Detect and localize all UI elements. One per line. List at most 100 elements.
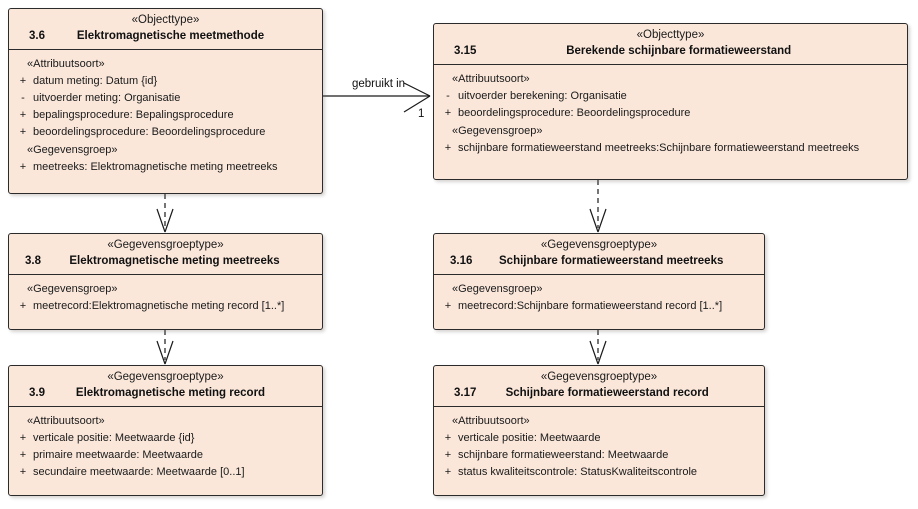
attribute-row: + datum meting: Datum {id} xyxy=(13,73,318,90)
class-stereotype: «Gegevensgroeptype» xyxy=(540,239,658,251)
group-label-gegevensgroep: «Gegevensgroep» xyxy=(27,283,118,295)
attribute-row: + bepalingsprocedure: Bepalingsprocedure xyxy=(13,107,318,124)
connector-dependency-meetreeks-to-record-right[interactable] xyxy=(589,330,607,365)
class-box-elektromagnetische-meting-record[interactable]: «Gegevensgroeptype» 3.9 Elektromagnetisc… xyxy=(8,365,323,496)
class-number: 3.17 xyxy=(454,387,477,399)
attribute-row: + primaire meetwaarde: Meetwaarde xyxy=(13,447,318,464)
class-box-elektromagnetische-meting-meetreeks[interactable]: «Gegevensgroeptype» 3.8 Elektromagnetisc… xyxy=(8,233,323,330)
class-number: 3.8 xyxy=(25,255,41,267)
group-label-attribuutsoort: «Attribuutsoort» xyxy=(27,58,105,70)
class-header: «Objecttype» 3.15 Berekende schijnbare f… xyxy=(434,24,907,65)
attribute-visibility: + xyxy=(444,432,452,444)
attribute-visibility: - xyxy=(446,90,450,102)
class-header: «Gegevensgroeptype» 3.17 Schijnbare form… xyxy=(434,366,764,407)
class-number: 3.15 xyxy=(454,45,477,57)
class-header: «Gegevensgroeptype» 3.16 Schijnbare form… xyxy=(434,234,764,275)
class-body: «Attribuutsoort» + datum meting: Datum {… xyxy=(9,50,322,182)
class-body: «Attribuutsoort» + verticale positie: Me… xyxy=(434,407,764,487)
class-stereotype: «Objecttype» xyxy=(131,14,200,26)
connector-dependency-emm-to-meetreeks[interactable] xyxy=(156,194,174,233)
class-title: 3.17 Schijnbare formatieweerstand record xyxy=(440,385,758,401)
attribute-visibility: - xyxy=(21,92,25,104)
attribute-visibility: + xyxy=(444,300,452,312)
attribute-row: + status kwaliteitscontrole: StatusKwali… xyxy=(438,464,760,481)
attribute-text: primaire meetwaarde: Meetwaarde xyxy=(33,449,203,461)
group-label-gegevensgroep: «Gegevensgroep» xyxy=(27,144,118,156)
class-number: 3.9 xyxy=(29,387,45,399)
attribute-text: uitvoerder meting: Organisatie xyxy=(33,92,181,104)
attribute-text: uitvoerder berekening: Organisatie xyxy=(458,90,627,102)
class-name: Schijnbare formatieweerstand record xyxy=(505,387,709,399)
attribute-row: + verticale positie: Meetwaarde xyxy=(438,430,760,447)
attribute-visibility: + xyxy=(19,109,27,121)
attribute-text: beoordelingsprocedure: Beoordelingsproce… xyxy=(33,126,266,138)
class-name: Elektromagnetische meting meetreeks xyxy=(69,255,280,267)
attribute-visibility: + xyxy=(444,466,452,478)
attribute-visibility: + xyxy=(444,449,452,461)
class-header: «Gegevensgroeptype» 3.9 Elektromagnetisc… xyxy=(9,366,322,407)
connector-dependency-meetreeks-to-record-left[interactable] xyxy=(156,330,174,365)
class-stereotype: «Gegevensgroeptype» xyxy=(107,239,224,251)
attribute-row: + meetreeks: Elektromagnetische meting m… xyxy=(13,159,318,176)
attribute-visibility: + xyxy=(19,432,27,444)
group-label-attribuutsoort: «Attribuutsoort» xyxy=(452,73,530,85)
class-number: 3.6 xyxy=(29,30,45,42)
attribute-text: schijnbare formatieweerstand meetreeks:S… xyxy=(458,142,860,154)
attribute-visibility: + xyxy=(444,142,452,154)
class-title: 3.9 Elektromagnetische meting record xyxy=(15,385,316,401)
group-label-attribuutsoort: «Attribuutsoort» xyxy=(452,415,530,427)
class-header: «Objecttype» 3.6 Elektromagnetische meet… xyxy=(9,9,322,50)
class-box-elektromagnetische-meetmethode[interactable]: «Objecttype» 3.6 Elektromagnetische meet… xyxy=(8,8,323,194)
class-body: «Attribuutsoort» - uitvoerder berekening… xyxy=(434,65,907,163)
class-title: 3.15 Berekende schijnbare formatieweerst… xyxy=(440,43,901,59)
connector-association-gebruikt-in[interactable] xyxy=(323,82,431,113)
class-title: 3.8 Elektromagnetische meting meetreeks xyxy=(15,253,316,269)
class-body: «Gegevensgroep» + meetrecord:Elektromagn… xyxy=(9,275,322,321)
attribute-row: + meetrecord:Elektromagnetische meting r… xyxy=(13,298,318,315)
attribute-row: + meetrecord:Schijnbare formatieweerstan… xyxy=(438,298,760,315)
attribute-text: schijnbare formatieweerstand: Meetwaarde xyxy=(458,449,669,461)
attribute-row: + verticale positie: Meetwaarde {id} xyxy=(13,430,318,447)
class-box-berekende-schijnbare-formatieweerstand[interactable]: «Objecttype» 3.15 Berekende schijnbare f… xyxy=(433,23,908,180)
attribute-row: + schijnbare formatieweerstand meetreeks… xyxy=(438,140,903,157)
attribute-text: meetrecord:Schijnbare formatieweerstand … xyxy=(458,300,723,312)
attribute-text: bepalingsprocedure: Bepalingsprocedure xyxy=(33,109,234,121)
attribute-visibility: + xyxy=(19,75,27,87)
attribute-visibility: + xyxy=(19,466,27,478)
class-title: 3.6 Elektromagnetische meetmethode xyxy=(15,28,316,44)
class-stereotype: «Gegevensgroeptype» xyxy=(540,371,658,383)
attribute-row: + secundaire meetwaarde: Meetwaarde [0..… xyxy=(13,464,318,481)
attribute-row: - uitvoerder meting: Organisatie xyxy=(13,90,318,107)
attribute-visibility: + xyxy=(19,300,27,312)
class-name: Elektromagnetische meting record xyxy=(75,387,266,399)
attribute-text: meetreeks: Elektromagnetische meting mee… xyxy=(33,161,278,173)
class-number: 3.16 xyxy=(450,255,473,267)
group-label-gegevensgroep: «Gegevensgroep» xyxy=(452,125,543,137)
class-stereotype: «Objecttype» xyxy=(636,29,705,41)
group-label-attribuutsoort: «Attribuutsoort» xyxy=(27,415,105,427)
attribute-visibility: + xyxy=(19,449,27,461)
class-header: «Gegevensgroeptype» 3.8 Elektromagnetisc… xyxy=(9,234,322,275)
association-multiplicity-target: 1 xyxy=(418,108,425,120)
attribute-row: + beoordelingsprocedure: Beoordelingspro… xyxy=(13,124,318,141)
class-box-schijnbare-formatieweerstand-record[interactable]: «Gegevensgroeptype» 3.17 Schijnbare form… xyxy=(433,365,765,496)
attribute-text: secundaire meetwaarde: Meetwaarde [0..1] xyxy=(33,466,245,478)
class-name: Berekende schijnbare formatieweerstand xyxy=(566,45,792,57)
attribute-text: status kwaliteitscontrole: StatusKwalite… xyxy=(458,466,698,478)
class-box-schijnbare-formatieweerstand-meetreeks[interactable]: «Gegevensgroeptype» 3.16 Schijnbare form… xyxy=(433,233,765,330)
class-body: «Gegevensgroep» + meetrecord:Schijnbare … xyxy=(434,275,764,321)
attribute-visibility: + xyxy=(444,107,452,119)
attribute-visibility: + xyxy=(19,126,27,138)
class-stereotype: «Gegevensgroeptype» xyxy=(107,371,224,383)
attribute-text: verticale positie: Meetwaarde xyxy=(458,432,601,444)
attribute-text: datum meting: Datum {id} xyxy=(33,75,158,87)
attribute-row: - uitvoerder berekening: Organisatie xyxy=(438,88,903,105)
attribute-visibility: + xyxy=(19,161,27,173)
class-name: Elektromagnetische meetmethode xyxy=(76,30,265,42)
attribute-text: meetrecord:Elektromagnetische meting rec… xyxy=(33,300,285,312)
attribute-text: verticale positie: Meetwaarde {id} xyxy=(33,432,195,444)
association-label-gebruikt-in: gebruikt in xyxy=(352,78,406,90)
connector-dependency-bsf-to-meetreeks[interactable] xyxy=(589,180,607,233)
